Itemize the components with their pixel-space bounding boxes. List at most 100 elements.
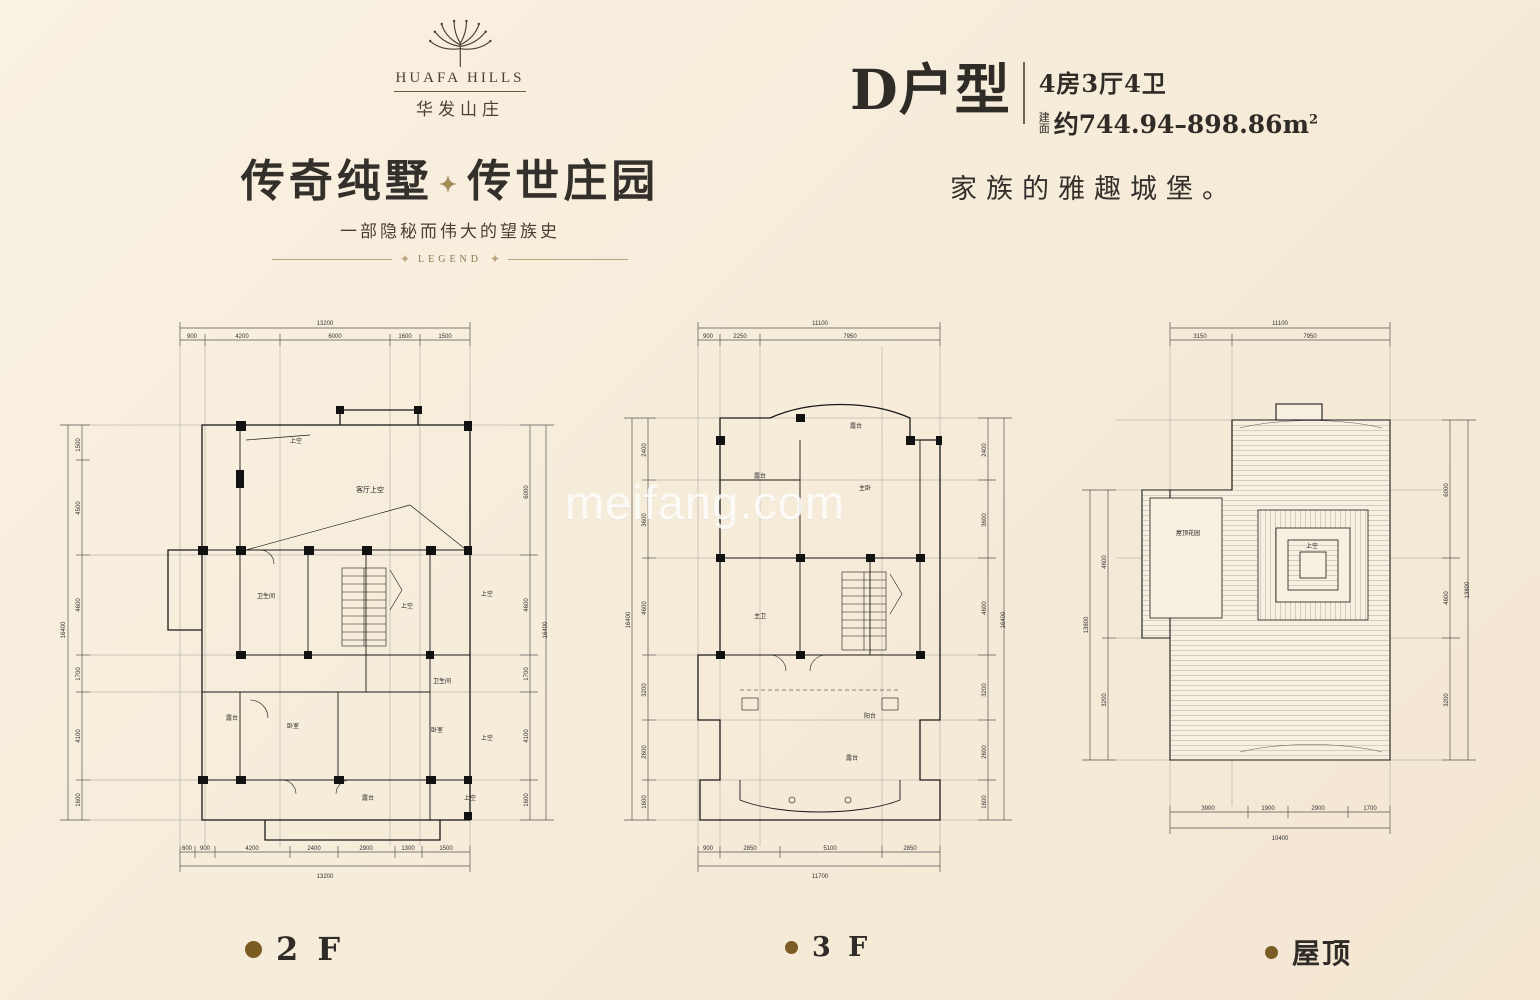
svg-text:4600: 4600 — [76, 598, 82, 612]
svg-text:露台: 露台 — [226, 714, 238, 722]
svg-text:4500: 4500 — [76, 501, 82, 515]
floorplan-roof-drawing: 11100 3150 7950 13800 4600 3200 — [1082, 321, 1476, 842]
floor-dot-icon — [785, 941, 798, 954]
svg-text:16400: 16400 — [543, 621, 549, 638]
svg-text:4600: 4600 — [642, 601, 648, 615]
svg-text:客厅上空: 客厅上空 — [356, 485, 384, 494]
svg-text:900: 900 — [187, 334, 198, 340]
floor-label-roof: 屋顶 — [1265, 932, 1352, 972]
svg-text:1500: 1500 — [438, 334, 452, 340]
svg-text:4600: 4600 — [982, 601, 988, 615]
svg-text:3150: 3150 — [1193, 334, 1207, 340]
unit-area-number: 744.94–898.86m — [1078, 110, 1310, 139]
legend-rule: ✦ LEGEND ✦ — [215, 252, 685, 266]
svg-text:4100: 4100 — [76, 729, 82, 743]
unit-rooms: 4房3厅4卫 — [1038, 69, 1167, 98]
svg-text:13800: 13800 — [1465, 581, 1471, 598]
slogan-main-right: 传世庄园 — [467, 156, 660, 207]
svg-text:卫生间: 卫生间 — [257, 592, 275, 600]
svg-text:上空: 上空 — [290, 437, 302, 445]
floor-label-2f: 2 F — [245, 930, 344, 968]
svg-text:7950: 7950 — [1303, 334, 1317, 340]
svg-text:1600: 1600 — [524, 793, 530, 807]
slogan-sub: 一部隐秘而伟大的望族史 — [340, 222, 560, 242]
svg-text:6000: 6000 — [524, 485, 530, 499]
svg-text:1600: 1600 — [982, 795, 988, 809]
svg-text:11100: 11100 — [1272, 321, 1288, 327]
svg-text:主卫: 主卫 — [754, 612, 766, 620]
floor-dot-icon — [1265, 945, 1278, 959]
svg-text:1300: 1300 — [401, 846, 415, 852]
svg-text:3200: 3200 — [1444, 693, 1450, 707]
floor-label-3f-text: 3 F — [812, 932, 872, 963]
svg-text:1900: 1900 — [1261, 806, 1275, 812]
svg-text:3900: 3900 — [1201, 806, 1215, 812]
legend-ornament-right-icon: ✦ — [490, 252, 501, 266]
slogan-main: 传奇纯墅✦传世庄园 — [215, 145, 685, 209]
svg-text:900: 900 — [200, 846, 211, 852]
svg-text:4600: 4600 — [1102, 555, 1108, 569]
svg-text:13200: 13200 — [317, 874, 334, 880]
brand-name-cn: 华发山庄 — [416, 100, 504, 120]
svg-text:16400: 16400 — [61, 621, 67, 638]
svg-text:4600: 4600 — [1444, 591, 1450, 605]
svg-text:1700: 1700 — [76, 667, 82, 681]
svg-text:2400: 2400 — [982, 443, 988, 457]
slogan-separator-icon: ✦ — [438, 171, 462, 198]
svg-text:16400: 16400 — [626, 611, 632, 628]
svg-text:13800: 13800 — [1084, 616, 1090, 633]
floorplan-3f-drawing: 11100 900 2250 7950 16400 2400 — [624, 321, 1012, 880]
svg-text:5100: 5100 — [823, 846, 837, 852]
svg-text:2400: 2400 — [307, 846, 321, 852]
svg-text:上空: 上空 — [401, 602, 413, 610]
svg-text:上空: 上空 — [481, 734, 493, 742]
floor-label-3f: 3 F — [785, 932, 871, 963]
unit-area-tag: 建 面 — [1039, 112, 1050, 134]
legend-rule-left — [271, 258, 392, 260]
svg-text:900: 900 — [703, 846, 714, 852]
svg-text:600: 600 — [182, 846, 193, 852]
svg-text:上空: 上空 — [1306, 542, 1318, 550]
slogan-block: 传奇纯墅✦传世庄园 一部隐秘而伟大的望族史 ✦ LEGEND ✦ — [215, 145, 685, 266]
svg-text:露台: 露台 — [754, 472, 766, 480]
unit-area: 建 面 约744.94–898.86m2 — [1039, 105, 1318, 141]
svg-text:3200: 3200 — [1102, 693, 1108, 707]
svg-text:4200: 4200 — [245, 846, 259, 852]
svg-text:卫生间: 卫生间 — [433, 677, 451, 685]
svg-text:1500: 1500 — [76, 438, 82, 452]
floorplan-2f: 13200 900 4200 6000 1600 1500 — [50, 300, 570, 910]
floor-label-2f-text: 2 F — [276, 930, 345, 968]
svg-text:4100: 4100 — [524, 729, 530, 743]
tree-icon — [428, 19, 492, 68]
unit-area-tag-line1: 建 — [1038, 111, 1050, 124]
svg-text:2850: 2850 — [743, 846, 757, 852]
svg-text:1700: 1700 — [1363, 806, 1377, 812]
floor-label-roof-text: 屋顶 — [1292, 937, 1353, 970]
floorplan-3f: 11100 900 2250 7950 16400 2400 — [620, 300, 1040, 910]
svg-text:1700: 1700 — [524, 667, 530, 681]
svg-text:13200: 13200 — [317, 321, 334, 327]
svg-text:1600: 1600 — [398, 334, 412, 340]
slogan-main-left: 传奇纯墅 — [240, 156, 433, 207]
unit-type-block: D户型 4房3厅4卫 建 面 约744.94–898.86m2 家族的雅趣城堡。 — [850, 62, 1370, 206]
svg-text:4600: 4600 — [524, 598, 530, 612]
brand-divider — [394, 91, 526, 92]
svg-text:2400: 2400 — [642, 443, 648, 457]
legend-rule-right — [508, 258, 629, 260]
svg-text:1600: 1600 — [642, 795, 648, 809]
svg-text:6000: 6000 — [328, 334, 342, 340]
unit-area-value: 约744.94–898.86m2 — [1054, 105, 1318, 141]
unit-area-tag-line2: 面 — [1038, 122, 1050, 135]
svg-text:3200: 3200 — [982, 683, 988, 697]
svg-text:11100: 11100 — [812, 321, 828, 327]
svg-text:11700: 11700 — [812, 874, 829, 880]
svg-text:露台: 露台 — [846, 754, 858, 762]
svg-text:2900: 2900 — [359, 846, 373, 852]
svg-text:10400: 10400 — [1272, 836, 1289, 842]
svg-text:2600: 2600 — [642, 745, 648, 759]
floor-dot-icon — [245, 940, 262, 958]
svg-text:2850: 2850 — [903, 846, 917, 852]
svg-text:阳台: 阳台 — [864, 712, 876, 720]
svg-text:露台: 露台 — [362, 794, 374, 802]
svg-text:3600: 3600 — [642, 513, 648, 527]
